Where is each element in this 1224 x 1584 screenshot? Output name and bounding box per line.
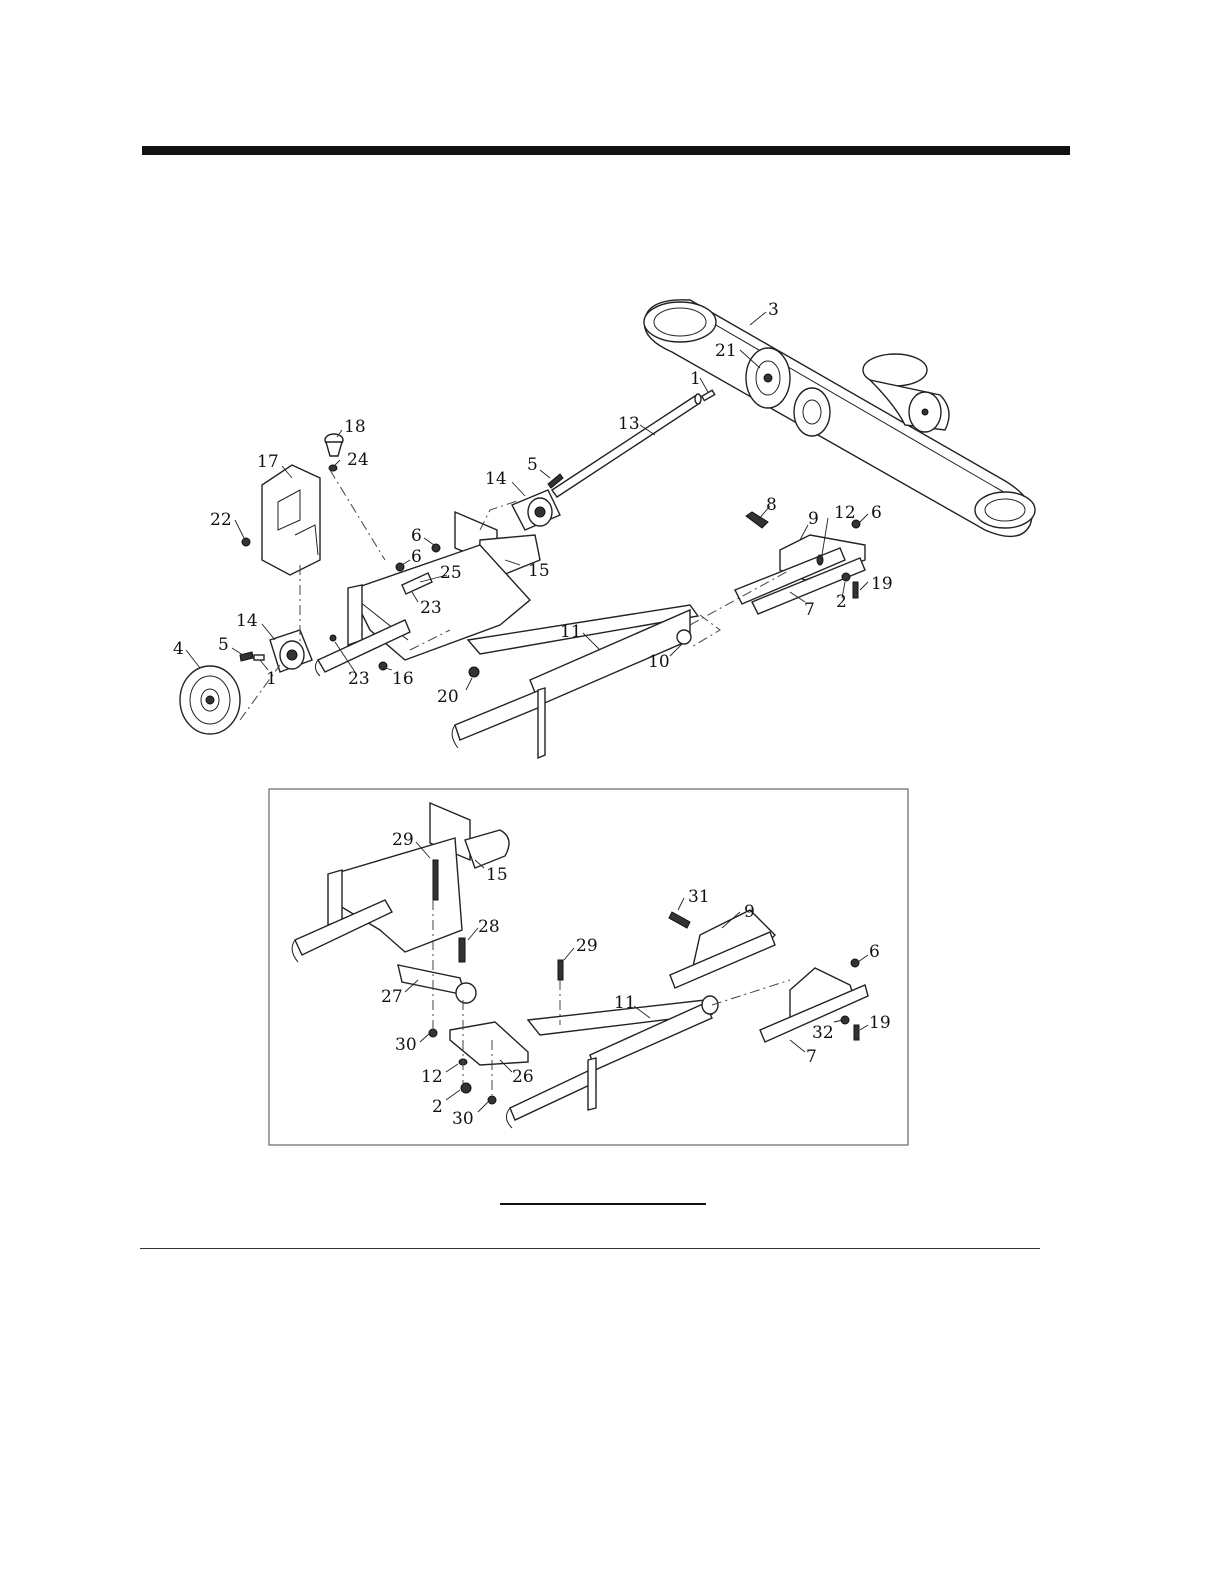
caption-underline — [500, 1203, 706, 1205]
bolt-23 — [330, 635, 336, 641]
callout-6: 6 — [411, 547, 422, 567]
inset-callout-28: 28 — [478, 917, 500, 937]
callout-23: 23 — [420, 598, 442, 618]
callout-12: 12 — [834, 503, 856, 523]
inset-callout-12: 12 — [421, 1067, 443, 1087]
pulley-large-right — [975, 492, 1035, 528]
callout-25: 25 — [440, 563, 462, 583]
inset-callout-30: 30 — [452, 1109, 474, 1129]
callout-1: 1 — [266, 669, 277, 689]
footer-rule — [140, 1248, 1040, 1249]
inset-callout-19: 19 — [869, 1013, 891, 1033]
nut-20 — [469, 667, 479, 677]
callout-13: 13 — [618, 414, 640, 434]
belt-pulley-assembly — [644, 300, 1035, 537]
callout-19: 19 — [871, 574, 893, 594]
callout-14: 14 — [236, 611, 258, 631]
shield — [262, 465, 320, 575]
inset-callout-6: 6 — [869, 942, 880, 962]
inset-callout-9: 9 — [744, 902, 755, 922]
bushing — [677, 630, 691, 644]
callout-6: 6 — [871, 503, 882, 523]
inset-callout-32: 32 — [812, 1023, 834, 1043]
inset-frame — [292, 803, 868, 1128]
bearing-lower — [270, 630, 312, 672]
callout-15: 15 — [528, 561, 550, 581]
inset-callout-11: 11 — [614, 993, 636, 1013]
callout-7: 7 — [804, 600, 815, 620]
idler-pulley-lower — [794, 388, 830, 436]
callout-8: 8 — [766, 495, 777, 515]
callout-23: 23 — [348, 669, 370, 689]
callout-14: 14 — [485, 469, 507, 489]
callout-5: 5 — [527, 455, 538, 475]
drive-pulley — [180, 666, 240, 734]
inset-callout-29: 29 — [576, 936, 598, 956]
callout-5: 5 — [218, 635, 229, 655]
inset-callout-31: 31 — [688, 887, 710, 907]
nut-22 — [242, 538, 250, 546]
inset-callout-30: 30 — [395, 1035, 417, 1055]
bolt-8 — [746, 512, 768, 528]
bolt-lower — [240, 652, 253, 661]
callout-1: 1 — [690, 369, 701, 389]
callout-9: 9 — [808, 509, 819, 529]
callout-11: 11 — [560, 622, 582, 642]
callout-16: 16 — [392, 669, 414, 689]
callout-4: 4 — [173, 639, 184, 659]
inset-callout-15: 15 — [486, 865, 508, 885]
callout-18: 18 — [344, 417, 366, 437]
nut-16 — [379, 662, 387, 670]
callout-22: 22 — [210, 510, 232, 530]
key-lower — [254, 655, 264, 660]
inset-callout-27: 27 — [381, 987, 403, 1007]
inset-callout-29: 29 — [392, 830, 414, 850]
inset-callout-26: 26 — [512, 1067, 534, 1087]
callout-17: 17 — [257, 452, 279, 472]
callout-10: 10 — [648, 652, 670, 672]
main-frame — [315, 512, 698, 758]
callout-20: 20 — [437, 687, 459, 707]
bearing-upper — [512, 490, 560, 530]
callout-2: 2 — [836, 592, 847, 612]
drive-shaft — [552, 394, 701, 497]
callout-6: 6 — [411, 526, 422, 546]
knob — [325, 434, 343, 456]
callout-24: 24 — [347, 450, 369, 470]
callout-3: 3 — [768, 300, 779, 320]
callout-21: 21 — [715, 341, 737, 361]
nut-6a — [432, 544, 440, 552]
inset-callout-2: 2 — [432, 1097, 443, 1117]
inset-callout-7: 7 — [806, 1047, 817, 1067]
